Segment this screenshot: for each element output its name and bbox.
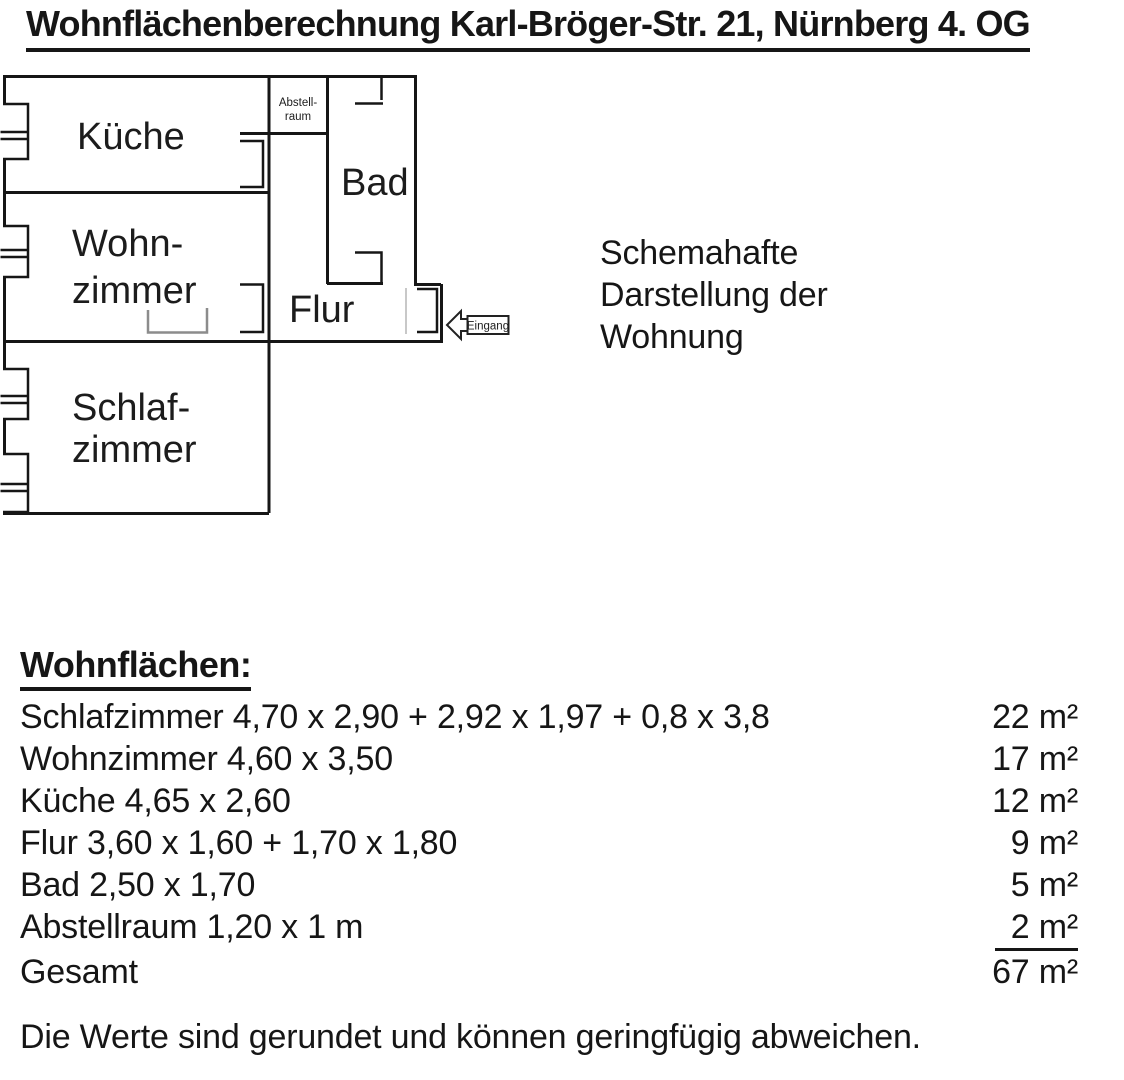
plan-caption-line3: Wohnung xyxy=(600,318,744,356)
areas-section: Wohnflächen: Schlafzimmer 4,70 x 2,90 + … xyxy=(20,644,1078,993)
table-row: Bad 2,50 x 1,70 5 m² xyxy=(20,864,1078,906)
areas-heading: Wohnflächen: xyxy=(20,644,252,691)
area-row-label: Flur 3,60 x 1,60 + 1,70 x 1,80 xyxy=(20,824,458,862)
window-symbols xyxy=(0,102,30,514)
area-row-label: Abstellraum 1,20 x 1 m xyxy=(20,908,364,946)
floor-plan: Eingang Küche Wohn- zimmer Schlaf- zimme… xyxy=(0,75,510,515)
door-symbol-entrance xyxy=(417,287,439,334)
door-symbol-bad-bottom xyxy=(355,251,383,282)
entrance-label-box xyxy=(466,315,510,335)
room-label-schlafzimmer-2: zimmer xyxy=(72,429,197,471)
entrance-marker: Eingang xyxy=(445,308,510,342)
balcony-door-symbol xyxy=(146,308,209,334)
document-title: Wohnflächenberechnung Karl-Bröger-Str. 2… xyxy=(26,3,1031,52)
area-row-label: Küche 4,65 x 2,60 xyxy=(20,782,291,820)
door-symbol-kueche xyxy=(240,139,265,189)
window-symbol xyxy=(3,367,30,421)
room-label-wohnzimmer-1: Wohn- xyxy=(72,223,183,265)
table-row: Flur 3,60 x 1,60 + 1,70 x 1,80 9 m² xyxy=(20,822,1078,864)
room-label-wohnzimmer-2: zimmer xyxy=(72,270,197,312)
room-label-bad: Bad xyxy=(341,162,409,204)
room-label-schlafzimmer-1: Schlaf- xyxy=(72,387,190,429)
plan-caption-line1: Schemahafte xyxy=(600,234,799,272)
table-row-total: Gesamt 67 m² xyxy=(20,951,1078,993)
area-row-value-sum: 2 m² xyxy=(994,906,1078,951)
room-label-abstellraum-2: raum xyxy=(285,111,311,123)
table-row: Wohnzimmer 4,60 x 3,50 17 m² xyxy=(20,738,1078,780)
table-row: Schlafzimmer 4,70 x 2,90 + 2,92 x 1,97 +… xyxy=(20,696,1078,738)
entrance-label: Eingang xyxy=(467,321,509,333)
area-row-label: Bad 2,50 x 1,70 xyxy=(20,866,256,904)
door-symbols xyxy=(240,76,439,334)
area-row-value: 17 m² xyxy=(992,740,1078,778)
room-label-kueche: Küche xyxy=(77,116,185,158)
room-label-flur: Flur xyxy=(289,289,355,331)
plan-caption-line2: Darstellung der xyxy=(600,276,828,314)
area-row-value: 9 m² xyxy=(1010,824,1078,862)
table-row: Küche 4,65 x 2,60 12 m² xyxy=(20,780,1078,822)
window-symbol xyxy=(3,224,30,279)
walls xyxy=(3,75,443,515)
entrance-arrow-icon xyxy=(445,308,469,342)
area-row-label: Gesamt xyxy=(20,953,138,991)
door-symbol-wohnzimmer xyxy=(240,283,265,334)
plan-caption: Schemahafte Darstellung der Wohnung xyxy=(600,232,828,358)
area-row-value: 67 m² xyxy=(992,953,1078,991)
room-label-abstellraum-1: Abstell- xyxy=(279,97,318,109)
area-row-label: Wohnzimmer 4,60 x 3,50 xyxy=(20,740,393,778)
door-symbol-bad-top xyxy=(355,76,383,105)
area-row-value: 12 m² xyxy=(992,782,1078,820)
area-row-label: Schlafzimmer 4,70 x 2,90 + 2,92 x 1,97 +… xyxy=(20,698,770,736)
table-row: Abstellraum 1,20 x 1 m 2 m² xyxy=(20,906,1078,951)
footnote: Die Werte sind gerundet und können gerin… xyxy=(20,1018,921,1056)
area-row-value: 5 m² xyxy=(1010,866,1078,904)
area-row-value: 22 m² xyxy=(992,698,1078,736)
